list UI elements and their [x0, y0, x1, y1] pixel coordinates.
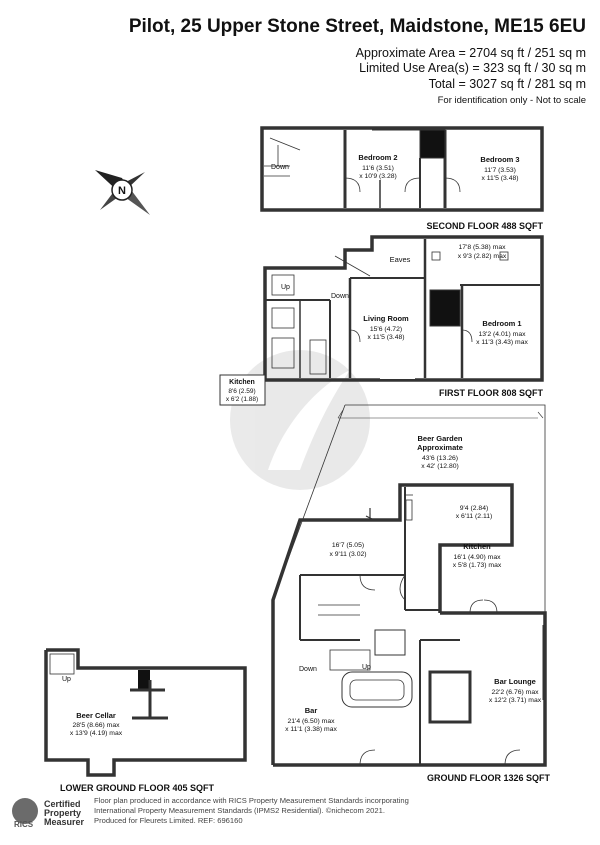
limited-use-area: Limited Use Area(s) = 323 sq ft / 30 sq …: [359, 61, 586, 75]
bar-dim1: 21'4 (6.50) max: [287, 718, 335, 725]
bedroom-2-dim1: 11'6 (3.51): [362, 165, 394, 172]
first-floor-down-label: Down: [331, 293, 349, 300]
beer-garden-dim2: x 42' (12.80): [421, 463, 459, 470]
ground-kitchen-name: Kitchen: [463, 542, 491, 551]
footer-line2: International Property Measurement Stand…: [94, 806, 385, 815]
ground-floor-label: GROUND FLOOR 1326 SQFT: [427, 773, 551, 783]
bedroom-3-name: Bedroom 3: [480, 155, 519, 164]
beer-garden-dim1: 43'6 (13.26): [422, 455, 458, 462]
bedroom-2-name: Bedroom 2: [358, 153, 397, 162]
beer-garden-name: Beer Garden: [417, 434, 462, 443]
cert-line1: Certified: [44, 799, 81, 809]
bar-lounge-name: Bar Lounge: [494, 677, 536, 686]
lower-up-label: Up: [62, 676, 71, 683]
middle-room-dim2: x 9'11 (3.02): [329, 551, 366, 558]
lower-ground-floor-plan: [44, 648, 247, 777]
first-kitchen-dim1: 8'6 (2.59): [228, 388, 255, 395]
eaves-dim1: 17'8 (5.38) max: [458, 244, 506, 251]
beer-cellar-name: Beer Cellar: [76, 711, 116, 720]
total-area: Total = 3027 sq ft / 281 sq m: [428, 77, 586, 91]
first-floor-label: FIRST FLOOR 808 SQFT: [439, 388, 544, 398]
ground-kitchen-dim1: 16'1 (4.90) max: [453, 554, 501, 561]
bedroom-2-dim2: x 10'9 (3.28): [359, 173, 397, 180]
cert-line2: Property: [44, 808, 82, 818]
beer-garden-approx: Approximate: [417, 443, 463, 452]
first-kitchen-dim2: x 6'2 (1.88): [226, 396, 258, 403]
first-floor-up-label: Up: [281, 284, 290, 291]
page-title: Pilot, 25 Upper Stone Street, Maidstone,…: [128, 16, 586, 37]
store-dim2: x 6'11 (2.11): [456, 513, 493, 520]
compass-icon: N: [95, 170, 150, 215]
bar-name: Bar: [305, 706, 318, 715]
second-floor-down-label: Down: [271, 164, 289, 171]
eaves-dim2: x 9'3 (2.82) max: [458, 253, 507, 260]
living-room-name: Living Room: [363, 314, 409, 323]
bedroom-1-name: Bedroom 1: [482, 319, 521, 328]
beer-cellar-dim1: 28'5 (8.66) max: [72, 722, 120, 729]
bedroom-1-dim1: 13'2 (4.01) max: [478, 331, 526, 338]
second-floor-label: SECOND FLOOR 488 SQFT: [426, 221, 543, 231]
footer-line3: Produced for Fleurets Limited. REF: 6961…: [94, 816, 243, 825]
ground-floor-plan: [271, 404, 547, 767]
lower-ground-floor-label: LOWER GROUND FLOOR 405 SQFT: [60, 783, 215, 793]
first-floor-plan: [219, 235, 544, 406]
second-floor-plan: [260, 126, 544, 212]
living-room-dim1: 15'6 (4.72): [370, 326, 402, 333]
footer-note: Floor plan produced in accordance with R…: [94, 796, 424, 826]
footer-line1: Floor plan produced in accordance with R…: [94, 796, 409, 805]
approximate-area: Approximate Area = 2704 sq ft / 251 sq m: [355, 46, 586, 60]
bar-lounge-dim1: 22'2 (6.76) max: [491, 689, 539, 696]
bar-lounge-dim2: x 12'2 (3.71) max: [489, 697, 542, 704]
bedroom-3-dim1: 11'7 (3.53): [484, 167, 516, 174]
first-kitchen-name: Kitchen: [229, 379, 255, 386]
beer-cellar-dim2: x 13'9 (4.19) max: [70, 730, 123, 737]
certified-measurer-badge: Certified Property Measurer: [44, 800, 84, 827]
ground-up-label: Up: [362, 664, 371, 671]
rics-mark: RICS: [14, 820, 34, 829]
bedroom-1-dim2: x 11'3 (3.43) max: [476, 339, 528, 346]
compass-letter: N: [118, 185, 126, 197]
living-room-dim2: x 11'5 (3.48): [367, 334, 404, 341]
disclaimer: For identification only - Not to scale: [437, 95, 586, 106]
ground-kitchen-dim2: x 5'8 (1.73) max: [453, 562, 502, 569]
ground-down-label: Down: [299, 666, 317, 673]
rics-logo-icon: [12, 798, 38, 824]
middle-room-dim1: 16'7 (5.05): [332, 542, 364, 549]
bedroom-3-dim2: x 11'5 (3.48): [481, 175, 518, 182]
eaves-label: Eaves: [390, 255, 411, 264]
bar-dim2: x 11'1 (3.38) max: [285, 726, 337, 733]
cert-line3: Measurer: [44, 817, 85, 827]
store-dim1: 9'4 (2.84): [460, 505, 489, 512]
